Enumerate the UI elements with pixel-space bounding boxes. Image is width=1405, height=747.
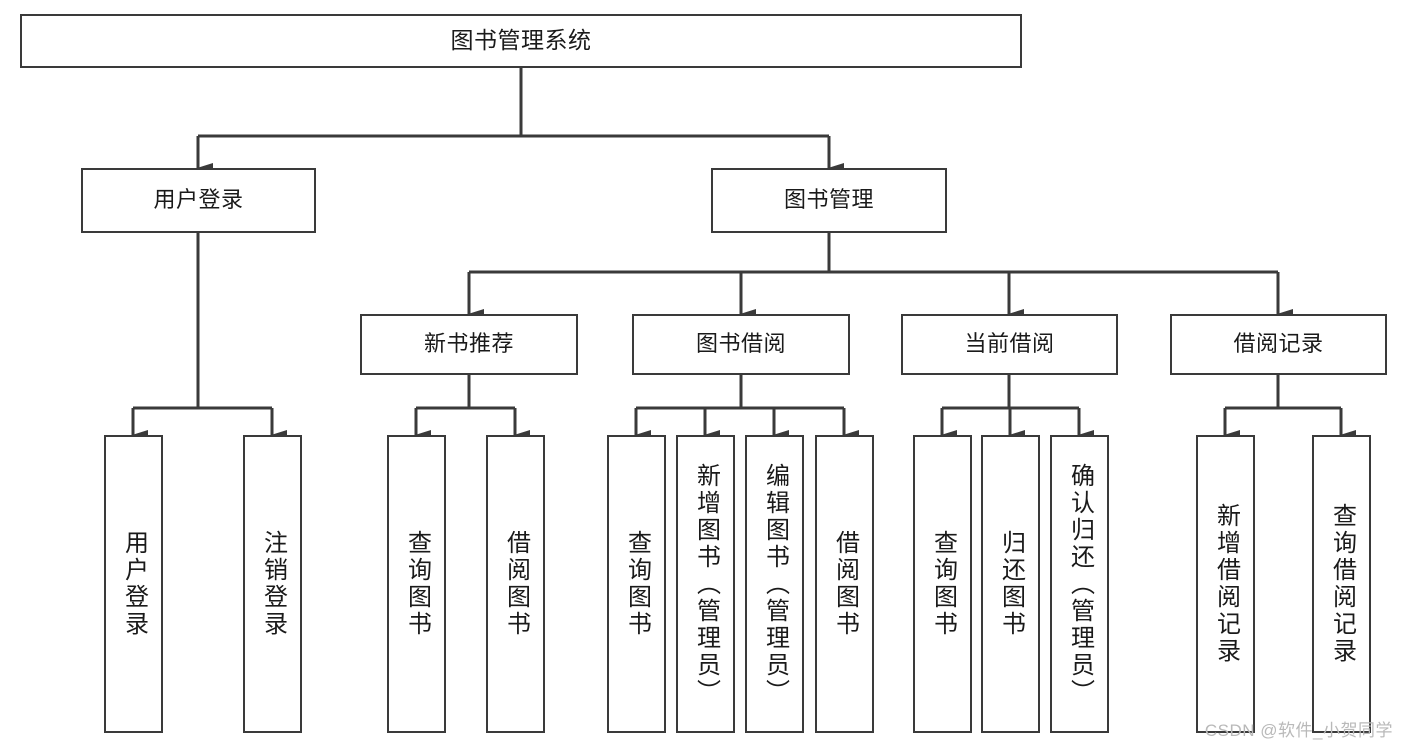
node-user-login-label: 用户登录 xyxy=(153,187,244,213)
node-leaf-return-book-label: 归还图书 xyxy=(997,530,1025,638)
node-leaf-user-logout[interactable]: 注销登录 xyxy=(243,435,302,733)
node-leaf-add-borrow-record-label: 新增借阅记录 xyxy=(1212,503,1240,665)
node-leaf-query-book-borrow-label: 查询图书 xyxy=(623,530,651,638)
node-leaf-user-logout-label: 注销登录 xyxy=(259,530,287,638)
node-book-borrow-label: 图书借阅 xyxy=(695,331,786,357)
node-new-book-rec-label: 新书推荐 xyxy=(423,331,514,357)
node-leaf-query-borrow-record-label: 查询借阅记录 xyxy=(1328,503,1356,665)
node-user-login[interactable]: 用户登录 xyxy=(81,168,316,233)
watermark-text: CSDN @软件_小贺同学 xyxy=(1204,721,1393,740)
node-current-borrow-label: 当前借阅 xyxy=(964,331,1055,357)
node-current-borrow[interactable]: 当前借阅 xyxy=(901,314,1118,375)
node-root-label: 图书管理系统 xyxy=(450,27,592,54)
node-leaf-confirm-return-admin-label: 确认归还（管理员） xyxy=(1066,462,1094,706)
node-root[interactable]: 图书管理系统 xyxy=(20,14,1022,68)
node-leaf-query-book-current-label: 查询图书 xyxy=(929,530,957,638)
node-book-borrow[interactable]: 图书借阅 xyxy=(632,314,850,375)
node-new-book-rec[interactable]: 新书推荐 xyxy=(360,314,578,375)
node-leaf-edit-book-admin[interactable]: 编辑图书（管理员） xyxy=(745,435,804,733)
node-leaf-borrow-book-label: 借阅图书 xyxy=(831,530,859,638)
node-leaf-query-book-current[interactable]: 查询图书 xyxy=(913,435,972,733)
node-leaf-borrow-book-rec[interactable]: 借阅图书 xyxy=(486,435,545,733)
node-borrow-record[interactable]: 借阅记录 xyxy=(1170,314,1387,375)
node-leaf-confirm-return-admin[interactable]: 确认归还（管理员） xyxy=(1050,435,1109,733)
node-leaf-user-login-label: 用户登录 xyxy=(120,530,148,638)
node-leaf-query-book-rec[interactable]: 查询图书 xyxy=(387,435,446,733)
node-leaf-borrow-book-rec-label: 借阅图书 xyxy=(502,530,530,638)
node-leaf-add-book-admin-label: 新增图书（管理员） xyxy=(692,462,720,706)
node-book-manage[interactable]: 图书管理 xyxy=(711,168,947,233)
node-borrow-record-label: 借阅记录 xyxy=(1233,331,1324,357)
node-leaf-user-login[interactable]: 用户登录 xyxy=(104,435,163,733)
node-leaf-query-borrow-record[interactable]: 查询借阅记录 xyxy=(1312,435,1371,733)
node-leaf-borrow-book[interactable]: 借阅图书 xyxy=(815,435,874,733)
node-leaf-add-borrow-record[interactable]: 新增借阅记录 xyxy=(1196,435,1255,733)
node-leaf-query-book-borrow[interactable]: 查询图书 xyxy=(607,435,666,733)
node-leaf-return-book[interactable]: 归还图书 xyxy=(981,435,1040,733)
node-leaf-add-book-admin[interactable]: 新增图书（管理员） xyxy=(676,435,735,733)
node-book-manage-label: 图书管理 xyxy=(783,187,874,213)
node-leaf-query-book-rec-label: 查询图书 xyxy=(403,530,431,638)
node-leaf-edit-book-admin-label: 编辑图书（管理员） xyxy=(761,462,789,706)
